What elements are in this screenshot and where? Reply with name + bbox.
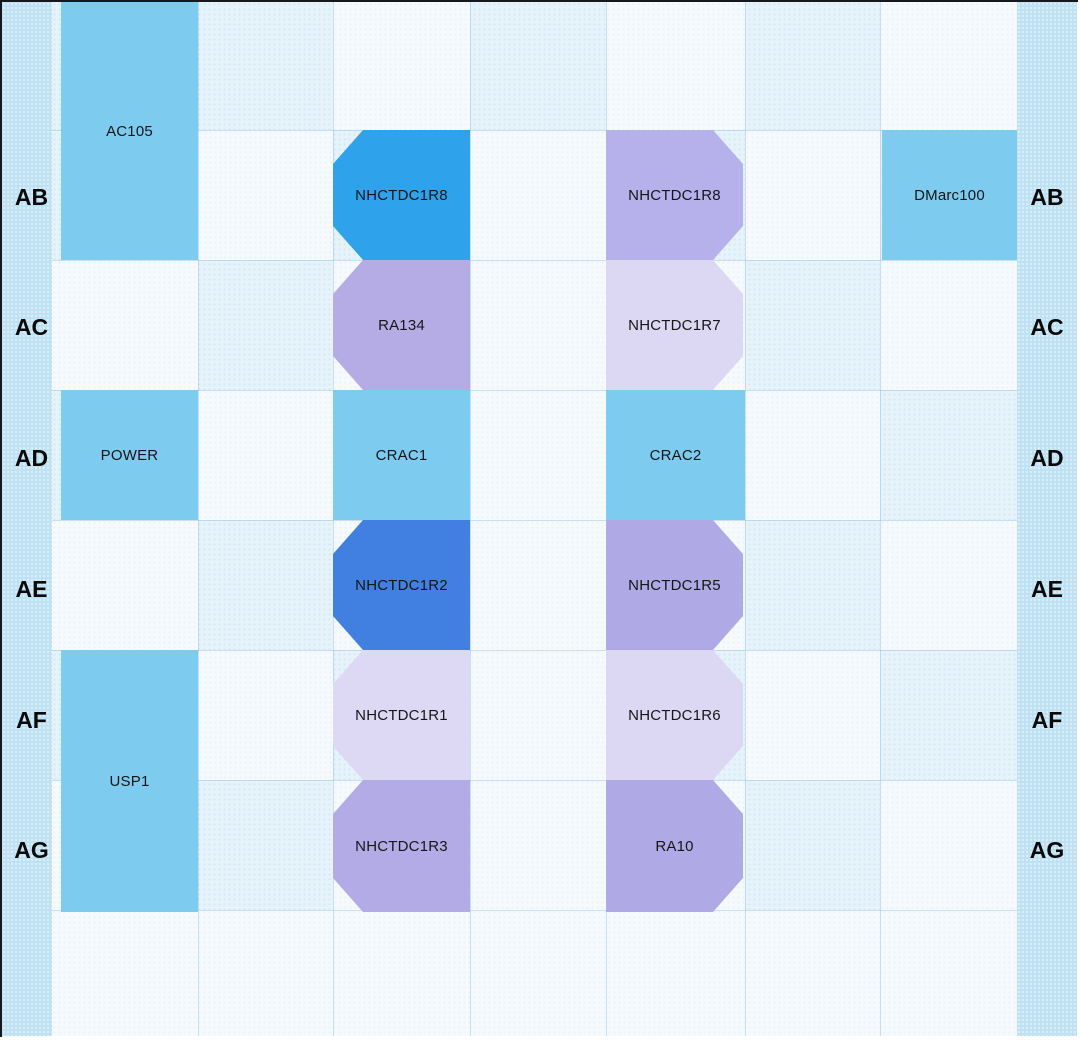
rack-ra134[interactable]: RA134 [333, 260, 470, 390]
frame-left-border [0, 0, 2, 1037]
tile-label: POWER [100, 446, 159, 464]
floor-cell [52, 520, 198, 650]
grid-line [52, 910, 1017, 911]
grid-line [198, 2, 199, 1036]
rack-nhctdc1r2[interactable]: NHCTDC1R2 [333, 520, 470, 650]
rack-nhctdc1r3[interactable]: NHCTDC1R3 [333, 780, 470, 912]
floor-cell [52, 260, 198, 390]
rack-nhctdc1r7[interactable]: NHCTDC1R7 [606, 260, 743, 390]
floor-cell [198, 130, 333, 260]
row-label-ac: AC [1030, 314, 1064, 340]
rack-nhctdc1r8-right[interactable]: NHCTDC1R8 [606, 130, 743, 260]
row-header-right: AB AC AD AE AF AG [1017, 2, 1077, 1036]
tile-usp1[interactable]: USP1 [61, 650, 198, 912]
floor-cell [470, 520, 606, 650]
grid-line [52, 520, 1017, 521]
floor-cell [470, 390, 606, 520]
rack-nhctdc1r6[interactable]: NHCTDC1R6 [606, 650, 743, 780]
row-label-af: AF [1031, 707, 1063, 733]
floor-cell [745, 390, 880, 520]
row-header-left: AB AC AD AE AF AG [2, 2, 52, 1036]
floor-cell [470, 130, 606, 260]
tile-dmarc100[interactable]: DMarc100 [882, 130, 1017, 260]
row-label-ag: AG [14, 837, 49, 863]
tile-label: NHCTDC1R6 [628, 706, 721, 724]
tile-label: NHCTDC1R5 [628, 576, 721, 594]
tile-label: RA134 [378, 316, 425, 334]
grid-line [52, 390, 1017, 391]
floor-cell [470, 780, 606, 910]
grid-line [52, 780, 1017, 781]
frame-top-border [0, 0, 1078, 2]
row-label-ae: AE [1031, 576, 1063, 602]
floor-cell [198, 390, 333, 520]
floor-cell [880, 780, 1017, 910]
tile-label: NHCTDC1R8 [355, 186, 448, 204]
rack-nhctdc1r8-left[interactable]: NHCTDC1R8 [333, 130, 470, 260]
grid-line [52, 260, 1017, 261]
tile-label: NHCTDC1R2 [355, 576, 448, 594]
floor-cell [745, 650, 880, 780]
grid-line [470, 2, 471, 1036]
row-label-ab: AB [1030, 184, 1064, 210]
rack-nhctdc1r1[interactable]: NHCTDC1R1 [333, 650, 470, 780]
tile-ac105[interactable]: AC105 [61, 2, 198, 260]
tile-power[interactable]: POWER [61, 390, 198, 520]
grid-line [880, 2, 881, 1036]
tile-label: DMarc100 [914, 186, 985, 204]
floor-cell [880, 520, 1017, 650]
rack-nhctdc1r5[interactable]: NHCTDC1R5 [606, 520, 743, 650]
grid-line [52, 130, 1017, 131]
grid-line [52, 650, 1017, 651]
row-label-ae: AE [15, 576, 48, 602]
rack-ra10[interactable]: RA10 [606, 780, 743, 912]
tile-label: RA10 [655, 837, 694, 855]
floor-cell [606, 2, 745, 130]
tile-crac1[interactable]: CRAC1 [333, 390, 470, 520]
row-label-ad: AD [1030, 445, 1064, 471]
tile-crac2[interactable]: CRAC2 [606, 390, 745, 520]
row-label-ac: AC [14, 314, 49, 340]
row-label-ab: AB [14, 184, 49, 210]
floor-cell [52, 910, 1017, 1036]
row-label-af: AF [16, 707, 47, 733]
grid-line [745, 2, 746, 1036]
floor-cell [880, 260, 1017, 390]
row-label-ad: AD [14, 445, 49, 471]
tile-label: USP1 [109, 772, 150, 790]
floor-cell [333, 2, 470, 130]
tile-label: CRAC2 [649, 446, 702, 464]
floor-cell [198, 650, 333, 780]
row-label-ag: AG [1029, 837, 1065, 863]
tile-label: CRAC1 [375, 446, 428, 464]
tile-label: NHCTDC1R1 [355, 706, 448, 724]
tile-label: AC105 [106, 122, 153, 140]
tile-label: NHCTDC1R7 [628, 316, 721, 334]
tile-label: NHCTDC1R3 [355, 837, 448, 855]
floor-cell [470, 260, 606, 390]
floor-cell [745, 130, 880, 260]
tile-label: NHCTDC1R8 [628, 186, 721, 204]
floor-cell [470, 650, 606, 780]
floor-cell [880, 2, 1017, 130]
